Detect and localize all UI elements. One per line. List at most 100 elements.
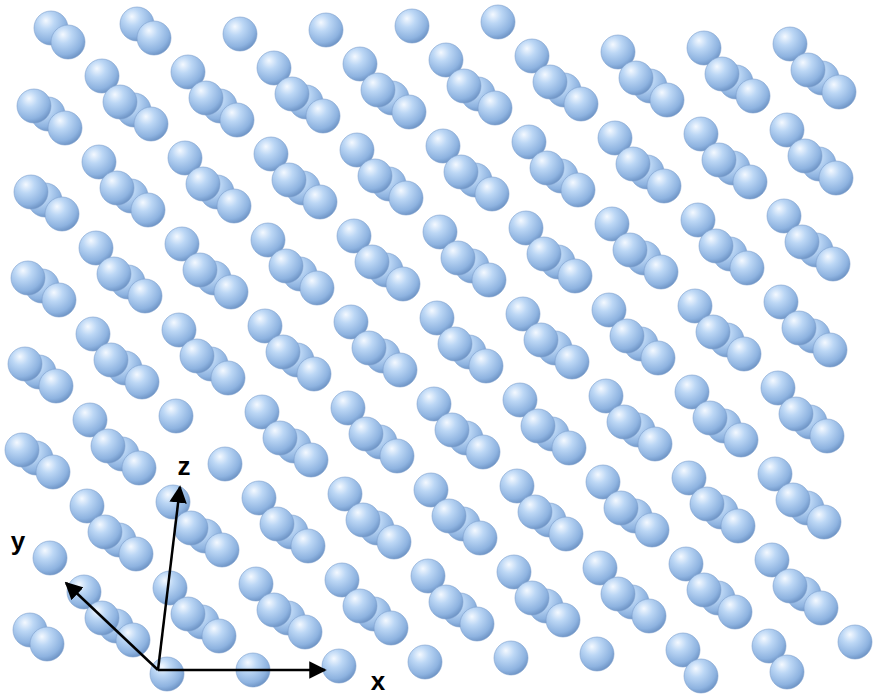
atom-sphere [211,361,245,395]
atom-sphere [358,159,392,193]
atom-sphere [518,495,552,529]
atom-sphere [346,503,380,537]
atom-sphere [693,401,727,435]
atom-sphere [481,5,515,39]
atom-sphere [736,79,770,113]
atom-sphere [613,233,647,267]
atom-sphere [699,229,733,263]
atom-sphere [432,499,466,533]
atom-sphere [552,431,586,465]
atom-sphere [91,429,125,463]
atom-sphere [220,103,254,137]
atom-sphere [601,577,635,611]
x-axis [158,669,325,672]
atom-sphere [807,505,841,539]
atom-sphere [619,61,653,95]
atom-sphere [297,357,331,391]
atom-sphere [5,433,39,467]
atom-sphere [122,451,156,485]
atom-sphere [810,419,844,453]
atom-sphere [266,335,300,369]
atom-sphere [533,65,567,99]
atom-sphere [524,323,558,357]
atom-sphere [580,637,614,671]
atom-sphere [558,259,592,293]
atom-sphere [223,17,257,51]
atom-sphere [527,237,561,271]
atom-sphere [288,615,322,649]
atom-sphere [150,657,184,691]
atom-sphere [51,25,85,59]
atom-sphere [776,483,810,517]
atom-sphere [395,9,429,43]
atom-sphere [119,537,153,571]
atom-sphere [472,263,506,297]
atom-sphere [460,607,494,641]
atom-sphere [217,189,251,223]
atom-sphere [408,645,442,679]
atom-sphere [521,409,555,443]
atom-sphere [816,247,850,281]
atom-sphere [39,369,73,403]
atom-sphere [702,143,736,177]
atom-sphere [724,423,758,457]
axis-label: y [9,528,27,554]
atom-sphere [303,185,337,219]
atom-sphere [183,253,217,287]
atom-sphere [475,177,509,211]
atom-sphere [291,529,325,563]
atom-sphere [159,399,193,433]
atom-sphere [788,139,822,173]
atom-sphere [616,147,650,181]
atom-sphere [208,447,242,481]
atom-sphere [263,421,297,455]
atom-sphere [94,343,128,377]
atom-sphere [718,595,752,629]
atom-sphere [174,511,208,545]
atom-sphere [349,417,383,451]
atom-sphere [647,169,681,203]
atom-sphere [804,591,838,625]
atom-sphere [555,345,589,379]
atom-sphere [696,315,730,349]
atom-sphere [103,85,137,119]
atom-sphere [463,521,497,555]
atom-sphere [813,333,847,367]
atom-sphere [469,349,503,383]
atom-sphere [8,347,42,381]
atom-sphere [635,513,669,547]
atom-sphere [257,593,291,627]
atom-sphere [684,659,718,693]
atom-sphere [97,257,131,291]
atom-sphere [294,443,328,477]
atom-sphere [343,589,377,623]
atom-sphere [773,569,807,603]
atom-sphere [269,249,303,283]
atom-sphere [137,21,171,55]
atom-sphere [386,267,420,301]
atom-sphere [131,193,165,227]
atom-sphere [306,99,340,133]
atom-sphere [819,161,853,195]
atom-spheres [5,5,872,693]
atom-sphere [687,573,721,607]
atom-sphere [100,171,134,205]
atom-sphere [530,151,564,185]
atom-sphere [116,623,150,657]
atom-sphere [389,181,423,215]
atom-sphere [721,509,755,543]
atom-sphere [785,225,819,259]
atom-sphere [214,275,248,309]
atom-sphere [561,173,595,207]
atom-sphere [838,625,872,659]
atom-sphere [604,491,638,525]
atom-sphere [730,251,764,285]
atom-sphere [429,585,463,619]
atom-sphere [549,517,583,551]
atom-sphere [733,165,767,199]
atom-sphere [380,439,414,473]
atom-sphere [770,655,804,689]
atom-sphere [822,75,856,109]
